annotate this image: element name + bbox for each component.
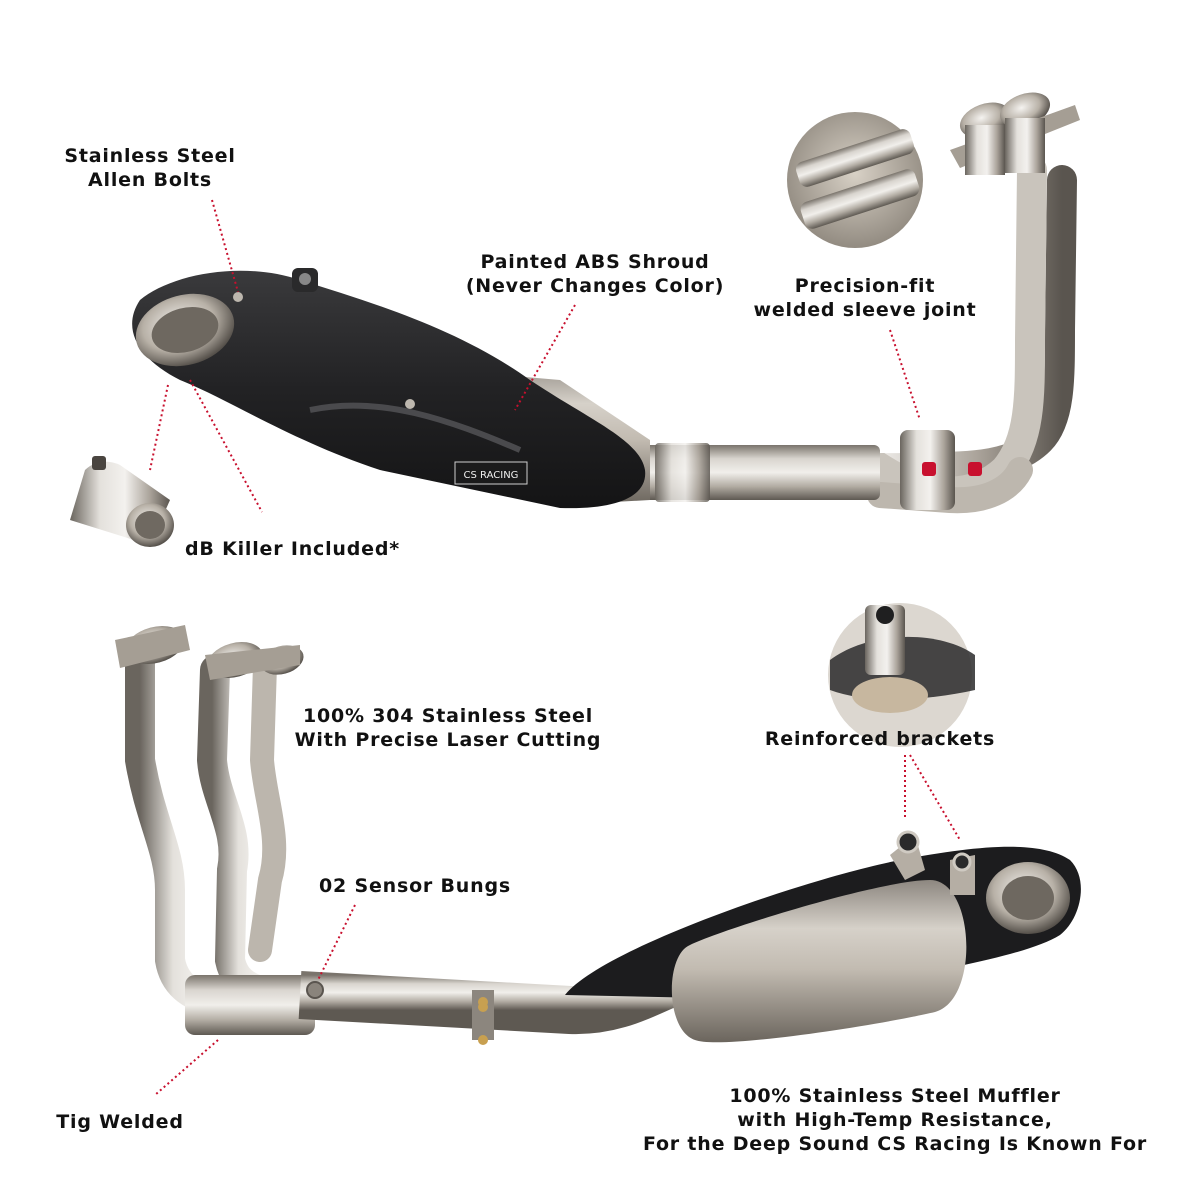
upper-sensor-plug-2: [968, 462, 982, 476]
callout-abs-shroud: Painted ABS Shroud (Never Changes Color): [430, 250, 760, 298]
callout-line: Painted ABS Shroud: [480, 251, 710, 273]
upper-header-flanges: [950, 92, 1080, 175]
stainless-allen-bolt-icon: [233, 292, 243, 302]
brand-badge: [454, 461, 528, 485]
lower-muffler-can: [671, 880, 967, 1043]
lower-exhaust-system: [115, 625, 1081, 1045]
callout-line: with High-Temp Resistance,: [737, 1109, 1053, 1131]
callout-line: 100% Stainless Steel Muffler: [729, 1085, 1061, 1107]
lower-collector: [185, 975, 315, 1035]
callout-line: Stainless Steel: [64, 145, 236, 167]
welded-sleeve-joint-closeup-icon: [787, 112, 923, 248]
callout-line: Tig Welded: [56, 1111, 184, 1133]
reinforced-bracket: [890, 830, 975, 895]
db-killer-insert-icon: [70, 456, 174, 547]
callout-line: Precision-fit: [794, 275, 936, 297]
callout-muffler: 100% Stainless Steel Muffler with High-T…: [600, 1084, 1190, 1156]
upper-exhaust-system: CS RACING: [132, 92, 1080, 514]
callout-sensor-bungs: 02 Sensor Bungs: [290, 874, 540, 898]
reinforced-bracket-closeup-icon: [828, 603, 975, 747]
o2-sensor-bung: [306, 981, 324, 999]
upper-link-pipe: [610, 445, 880, 500]
callout-line: dB Killer Included*: [185, 538, 400, 560]
callout-line: Allen Bolts: [88, 169, 212, 191]
brand-badge-text: CS RACING: [464, 470, 519, 481]
stainless-allen-bolt-icon-2: [405, 399, 415, 409]
callout-allen-bolts: Stainless Steel Allen Bolts: [30, 144, 270, 192]
callout-line: Reinforced brackets: [764, 728, 996, 750]
callout-db-killer: dB Killer Included*: [185, 537, 435, 561]
upper-sleeve-ring: [655, 443, 710, 502]
callout-tig-welded: Tig Welded: [40, 1110, 200, 1134]
lower-pipe-clamp: [472, 990, 494, 1045]
leader-lines: [149, 199, 961, 1096]
callout-line: welded sleeve joint: [753, 299, 977, 321]
callout-line: For the Deep Sound CS Racing Is Known Fo…: [642, 1133, 1148, 1155]
callout-line: 02 Sensor Bungs: [319, 875, 511, 897]
upper-shroud-ridge: [309, 402, 522, 453]
callout-brackets: Reinforced brackets: [740, 727, 1020, 751]
callout-line: With Precise Laser Cutting: [294, 729, 602, 751]
callout-sleeve-joint: Precision-fit welded sleeve joint: [725, 274, 1005, 322]
callout-line: 100% 304 Stainless Steel: [302, 705, 594, 727]
callout-line: (Never Changes Color): [465, 275, 725, 297]
upper-sensor-plug-1: [922, 462, 936, 476]
callout-laser-cutting: 100% 304 Stainless Steel With Precise La…: [268, 704, 628, 752]
lower-header-flanges: [115, 625, 304, 680]
lower-header-pipe-third: [248, 653, 287, 962]
